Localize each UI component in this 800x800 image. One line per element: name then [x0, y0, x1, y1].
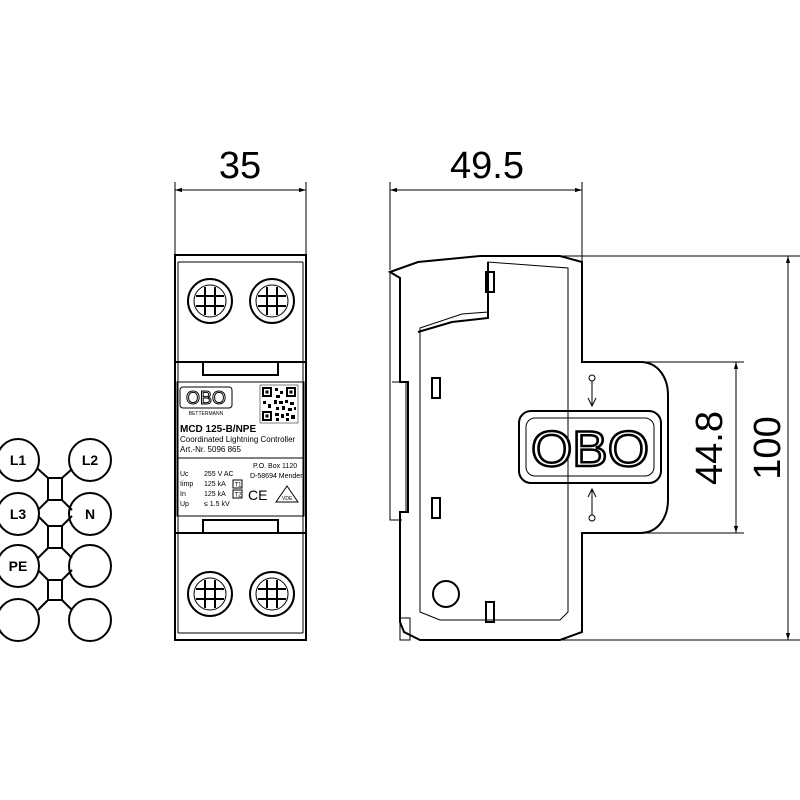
terminal-screw-top-left — [187, 278, 233, 324]
terminal-scheme: L1 L2 L3 N PE — [0, 438, 112, 642]
terminal-screw-top-right — [249, 278, 295, 324]
dimension-width-front: 35 — [174, 145, 307, 255]
spec-up-label: Up — [180, 501, 189, 508]
address-line-2: D-58694 Menden — [250, 473, 304, 480]
svg-text:L2: L2 — [82, 452, 99, 468]
address-line-1: P.O. Box 1120 — [253, 463, 297, 470]
svg-text:L1: L1 — [10, 452, 27, 468]
latch-lower — [431, 497, 441, 519]
spec-up-value: ≤ 1.5 kV — [204, 501, 230, 508]
side-circular-mark — [432, 580, 460, 608]
ce-mark-icon: CE — [248, 487, 267, 503]
dimension-depth-side: 49.5 — [389, 145, 583, 270]
spec-uc-value: 255 V AC — [204, 471, 234, 478]
dimension-height-total-value: 100 — [747, 416, 789, 479]
spec-uc-label: Uc — [180, 471, 189, 478]
svg-text:PE: PE — [9, 558, 28, 574]
product-label: OBO BETTERMANN — [176, 381, 305, 517]
pull-arrow-icon-top — [587, 374, 597, 408]
pull-arrow-icon-bottom — [587, 487, 597, 522]
spec-in-value: 125 kA — [204, 491, 226, 498]
qr-code-icon — [259, 384, 299, 424]
svg-text:VDE: VDE — [282, 496, 293, 502]
product-name: MCD 125-B/NPE — [180, 424, 256, 435]
terminal-n: N — [68, 492, 112, 536]
dimension-height-plate-value: 44.8 — [689, 411, 731, 485]
spec-class-t2: T2 — [235, 493, 243, 499]
terminal-screw-bottom-left — [187, 571, 233, 617]
latch-bottom — [485, 601, 495, 623]
spec-class-t1: T1 — [235, 483, 243, 489]
side-bottom-tab — [399, 617, 411, 641]
logo-plate-outer — [518, 410, 662, 484]
terminal-empty-3 — [68, 598, 112, 642]
spec-in-label: In — [180, 491, 186, 498]
article-number: Art.-Nr. 5096 865 — [180, 445, 241, 454]
side-housing-outline — [387, 255, 669, 641]
brand-logo-small: OBO — [186, 388, 226, 408]
brand-logo-large: OBO — [531, 421, 649, 477]
svg-text:L3: L3 — [10, 506, 27, 522]
dimension-depth-side-value: 49.5 — [450, 145, 524, 187]
product-description: Coordinated Lightning Controller — [180, 435, 296, 444]
terminal-pe: PE — [0, 544, 40, 588]
logo-plate-inner — [525, 417, 655, 477]
dimension-height-plate: 44.8 — [600, 361, 744, 534]
latch-upper — [431, 377, 441, 399]
front-view: OBO BETTERMANN — [174, 254, 307, 641]
terminal-l1: L1 — [0, 438, 40, 482]
side-housing-inner — [419, 261, 569, 621]
spec-iimp-value: 125 kA — [204, 481, 226, 488]
svg-text:N: N — [85, 506, 95, 522]
dimension-width-front-value: 35 — [219, 145, 261, 187]
spec-iimp-label: Iimp — [180, 481, 193, 488]
terminal-empty-1 — [68, 544, 112, 588]
terminal-l2: L2 — [68, 438, 112, 482]
terminal-empty-2 — [0, 598, 40, 642]
side-view: OBO — [387, 255, 669, 641]
brand-subtitle: BETTERMANN — [189, 411, 224, 417]
terminal-l3: L3 — [0, 492, 40, 536]
terminal-screw-bottom-right — [249, 571, 295, 617]
vde-mark-icon: VDE — [275, 485, 299, 503]
latch-top — [485, 271, 495, 293]
